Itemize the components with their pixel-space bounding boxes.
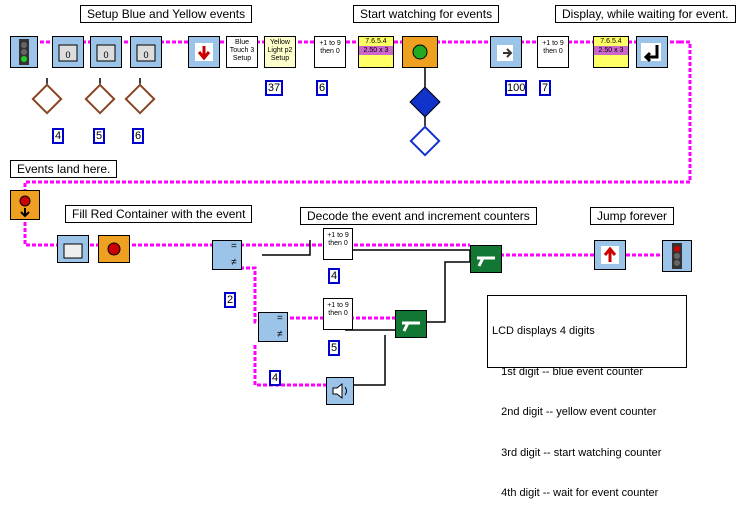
display-top-text: 7.6.5.4 (600, 38, 622, 45)
display-value-text: 2.50 x 3 (359, 46, 393, 55)
start-watching-block[interactable] (402, 36, 438, 68)
display-value-text: 2.50 x 3 (594, 46, 628, 55)
counter-block-3[interactable]: +1 to 9 then 0 (323, 228, 353, 260)
sensor-port-3[interactable]: 6 (132, 128, 144, 144)
touch-sensor-icon: 0 (96, 44, 116, 62)
jump-arrow-icon (641, 43, 661, 63)
condition-block-1[interactable]: = ≠ (212, 240, 242, 270)
stop-block[interactable] (188, 36, 220, 68)
caption-land: Events land here. (10, 160, 118, 178)
touch-sensor-icon: 0 (58, 44, 78, 62)
caption-jump: Jump forever (590, 207, 675, 225)
lcd-line-4: 3rd digit -- start watching counter (492, 446, 662, 459)
wait-icon (497, 45, 513, 61)
wire-row2-a (23, 222, 57, 247)
jump-up-block[interactable] (594, 240, 626, 270)
blue-touch-setup-block[interactable]: Blue Touch 3 Setup (226, 36, 258, 68)
sensor-block-1[interactable]: 0 (52, 36, 84, 68)
lcd-line-3: 2nd digit -- yellow event counter (492, 406, 657, 418)
touch-sensor-icon: 0 (136, 44, 156, 62)
lcd-explanation-box: LCD displays 4 digits 1st digit -- blue … (487, 295, 687, 499)
counter-1-value[interactable]: 6 (316, 80, 328, 96)
condition-2-value[interactable]: 4 (269, 370, 281, 386)
display-top-text: 7.6.5.4 (365, 38, 387, 45)
branch-merge-bottom[interactable] (395, 310, 427, 338)
counter-3-value[interactable]: 4 (328, 268, 340, 284)
counter-block-4[interactable]: +1 to 9 then 0 (323, 298, 353, 330)
caption-setup: Setup Blue and Yellow events (80, 5, 253, 23)
caption-start: Start watching for events (353, 5, 500, 23)
wait-value[interactable]: 100 (505, 80, 527, 96)
wire-to-row2 (23, 40, 692, 205)
caption-fill: Fill Red Container with the event (65, 205, 253, 223)
container-fill-block[interactable] (57, 235, 89, 263)
wait-block[interactable] (490, 36, 522, 68)
counter-2-value[interactable]: 7 (539, 80, 551, 96)
caption-decode: Decode the event and increment counters (300, 207, 537, 225)
sound-block[interactable] (326, 377, 354, 405)
red-container-block[interactable] (98, 235, 130, 263)
start-traffic-light-block[interactable] (10, 36, 38, 68)
lcd-line-5: 4th digit -- wait for event counter (492, 487, 659, 499)
counter-block-1[interactable]: +1 to 9 then 0 (314, 36, 346, 68)
sensor-port-1[interactable]: 4 (52, 128, 64, 144)
display-block-2[interactable]: 7.6.5.4 2.50 x 3 (593, 36, 629, 68)
eq-sign: = (277, 313, 283, 324)
traffic-light-icon (19, 39, 29, 65)
speaker-icon (332, 382, 347, 400)
down-arrow-icon (195, 43, 213, 61)
event-icon (19, 195, 31, 218)
svg-text:0: 0 (103, 50, 108, 60)
jump-block-top[interactable] (636, 36, 668, 68)
branch-merge-top[interactable] (470, 245, 502, 273)
svg-text:0: 0 (65, 50, 70, 60)
wire-sound (253, 345, 330, 387)
counter-block-2[interactable]: +1 to 9 then 0 (537, 36, 569, 68)
yellow-light-setup-block[interactable]: Yellow Light p2 Setup (264, 36, 296, 68)
display-block-1[interactable]: 7.6.5.4 2.50 x 3 (358, 36, 394, 68)
condition-block-2[interactable]: = ≠ (258, 312, 288, 342)
light-value[interactable]: 37 (265, 80, 283, 96)
sensor-block-2[interactable]: 0 (90, 36, 122, 68)
red-light-icon (107, 242, 121, 256)
lcd-line-1: LCD displays 4 digits (492, 325, 595, 337)
event-land-block[interactable] (10, 190, 40, 220)
eq-sign: = (231, 241, 237, 252)
traffic-light-icon (672, 243, 682, 269)
branch-icon (477, 256, 495, 267)
sensor-block-3[interactable]: 0 (130, 36, 162, 68)
green-light-icon (412, 44, 428, 60)
container-icon (63, 243, 83, 259)
svg-text:0: 0 (143, 50, 148, 60)
branch-icon (402, 321, 420, 332)
caption-display: Display, while waiting for event. (555, 5, 736, 23)
neq-sign: ≠ (231, 257, 237, 268)
counter-4-value[interactable]: 5 (328, 340, 340, 356)
end-traffic-light-block[interactable] (662, 240, 692, 272)
up-arrow-icon (601, 246, 619, 264)
neq-sign: ≠ (277, 329, 283, 340)
lcd-line-2: 1st digit -- blue event counter (492, 365, 644, 378)
condition-1-value[interactable]: 2 (224, 292, 236, 308)
sensor-port-2[interactable]: 5 (93, 128, 105, 144)
